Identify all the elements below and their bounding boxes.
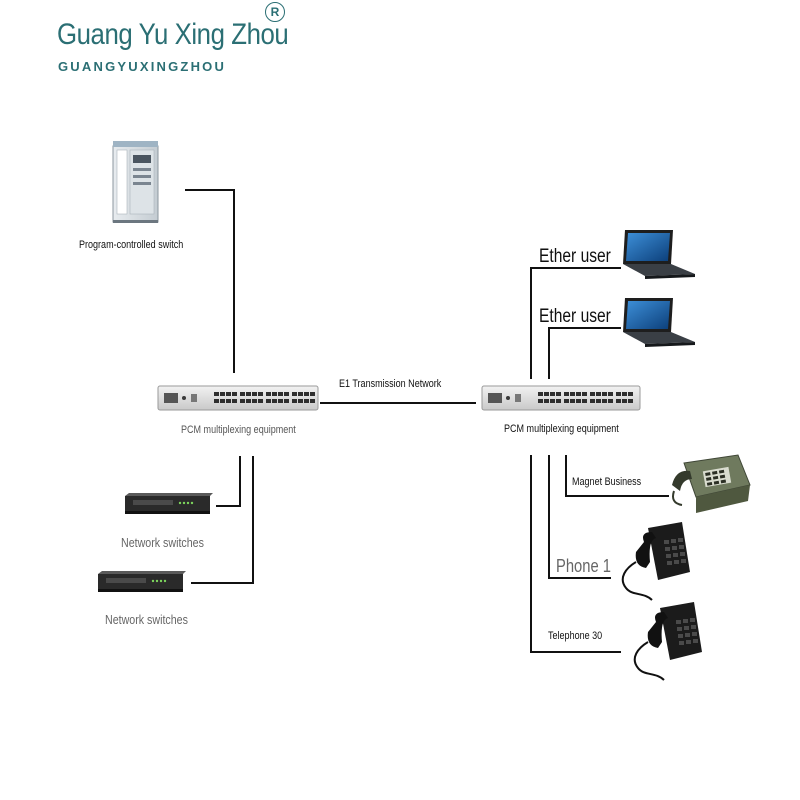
network-switch-icon (125, 493, 213, 514)
link-ether-user-2 (548, 327, 621, 379)
link-pcm-left-to-network-switch-2 (191, 456, 254, 584)
server-cabinet-icon (112, 141, 159, 223)
link-ether-user-1 (530, 267, 621, 379)
laptop-icon (623, 230, 695, 279)
ether-user-2-label: Ether user (539, 306, 611, 327)
link-phone-1 (548, 455, 611, 579)
pcm-right-label: PCM multiplexing equipment (504, 423, 619, 435)
network-switch-icon (98, 571, 186, 592)
registered-mark-icon: R (265, 2, 285, 22)
field-telephone-icon (672, 454, 751, 513)
rack-mux-icon (157, 385, 319, 411)
desk-phone-icon (633, 602, 702, 681)
program-switch-label: Program-controlled switch (79, 239, 184, 251)
pcm-left-label: PCM multiplexing equipment (181, 424, 296, 436)
link-switch-to-pcm-left (185, 189, 235, 373)
magnet-business-label: Magnet Business (572, 476, 642, 488)
rack-mux-icon (481, 385, 641, 411)
connection-lines (185, 189, 669, 653)
laptop-icon (623, 298, 695, 347)
logo-tagline: GUANGYUXINGZHOU (58, 59, 227, 74)
link-pcm-left-to-network-switch-1 (216, 456, 241, 507)
network-switch-2-label: Network switches (105, 612, 188, 627)
link-magnet-business (565, 455, 669, 497)
phone-1-label: Phone 1 (556, 556, 611, 576)
desk-phone-icon (621, 522, 690, 601)
link-telephone-30 (530, 455, 621, 653)
telephone-30-label: Telephone 30 (548, 630, 603, 642)
ether-user-1-label: Ether user (539, 246, 611, 267)
e1-link-label: E1 Transmission Network (339, 378, 442, 390)
logo-name: Guang Yu Xing Zhou (57, 18, 289, 51)
network-switch-1-label: Network switches (121, 535, 204, 550)
